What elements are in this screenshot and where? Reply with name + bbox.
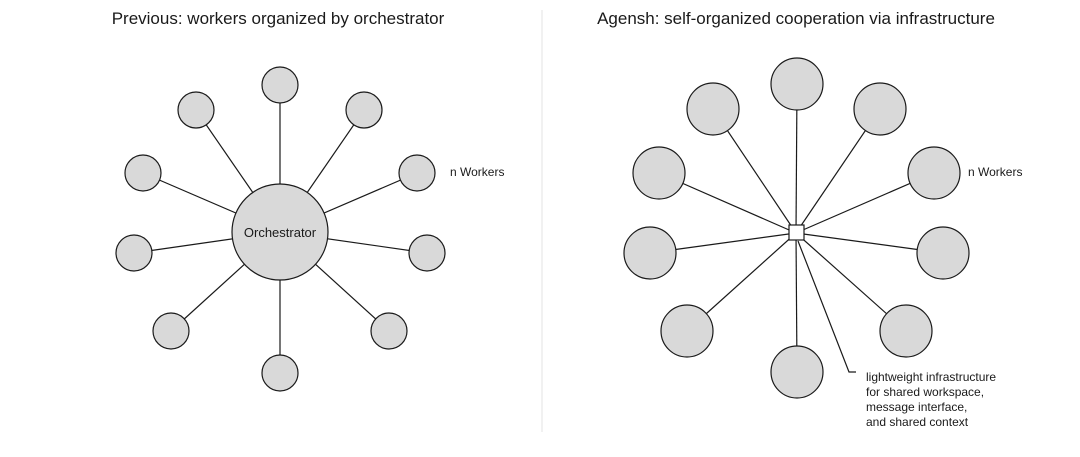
worker-node (879, 304, 933, 358)
right-panel-title: Agensh: self-organized cooperation via i… (597, 9, 995, 28)
worker-node (770, 345, 824, 399)
infrastructure-callout-line (797, 240, 856, 373)
worker-node (660, 304, 714, 358)
infrastructure-description: lightweight infrastructure for shared wo… (866, 370, 996, 429)
infra-label-line: lightweight infrastructure (866, 370, 996, 384)
worker-node (907, 146, 961, 200)
worker-node (398, 154, 436, 192)
worker-node (345, 91, 383, 129)
worker-node (124, 154, 162, 192)
infra-label-line: for shared workspace, (866, 385, 984, 399)
worker-node (370, 312, 408, 350)
right-workers (623, 57, 970, 399)
infra-label-line: and shared context (866, 415, 969, 429)
right-panel: Agensh: self-organized cooperation via i… (597, 9, 1022, 429)
worker-node (853, 82, 907, 136)
worker-node (261, 66, 299, 104)
worker-node (177, 91, 215, 129)
worker-node (261, 354, 299, 392)
orchestrator-label: Orchestrator (244, 225, 317, 240)
left-panel: Previous: workers organized by orchestra… (112, 9, 504, 392)
left-panel-title: Previous: workers organized by orchestra… (112, 9, 445, 28)
worker-node (623, 226, 677, 280)
worker-node (408, 234, 446, 272)
left-workers (115, 66, 446, 392)
worker-node (632, 146, 686, 200)
left-workers-label: n Workers (450, 165, 504, 179)
worker-node (770, 57, 824, 111)
orchestrator-node (231, 183, 329, 281)
worker-node (686, 82, 740, 136)
worker-node (152, 312, 190, 350)
worker-node (115, 234, 153, 272)
infrastructure-hub (788, 224, 805, 241)
infra-label-line: message interface, (866, 400, 967, 414)
right-workers-label: n Workers (968, 165, 1022, 179)
worker-node (916, 226, 970, 280)
